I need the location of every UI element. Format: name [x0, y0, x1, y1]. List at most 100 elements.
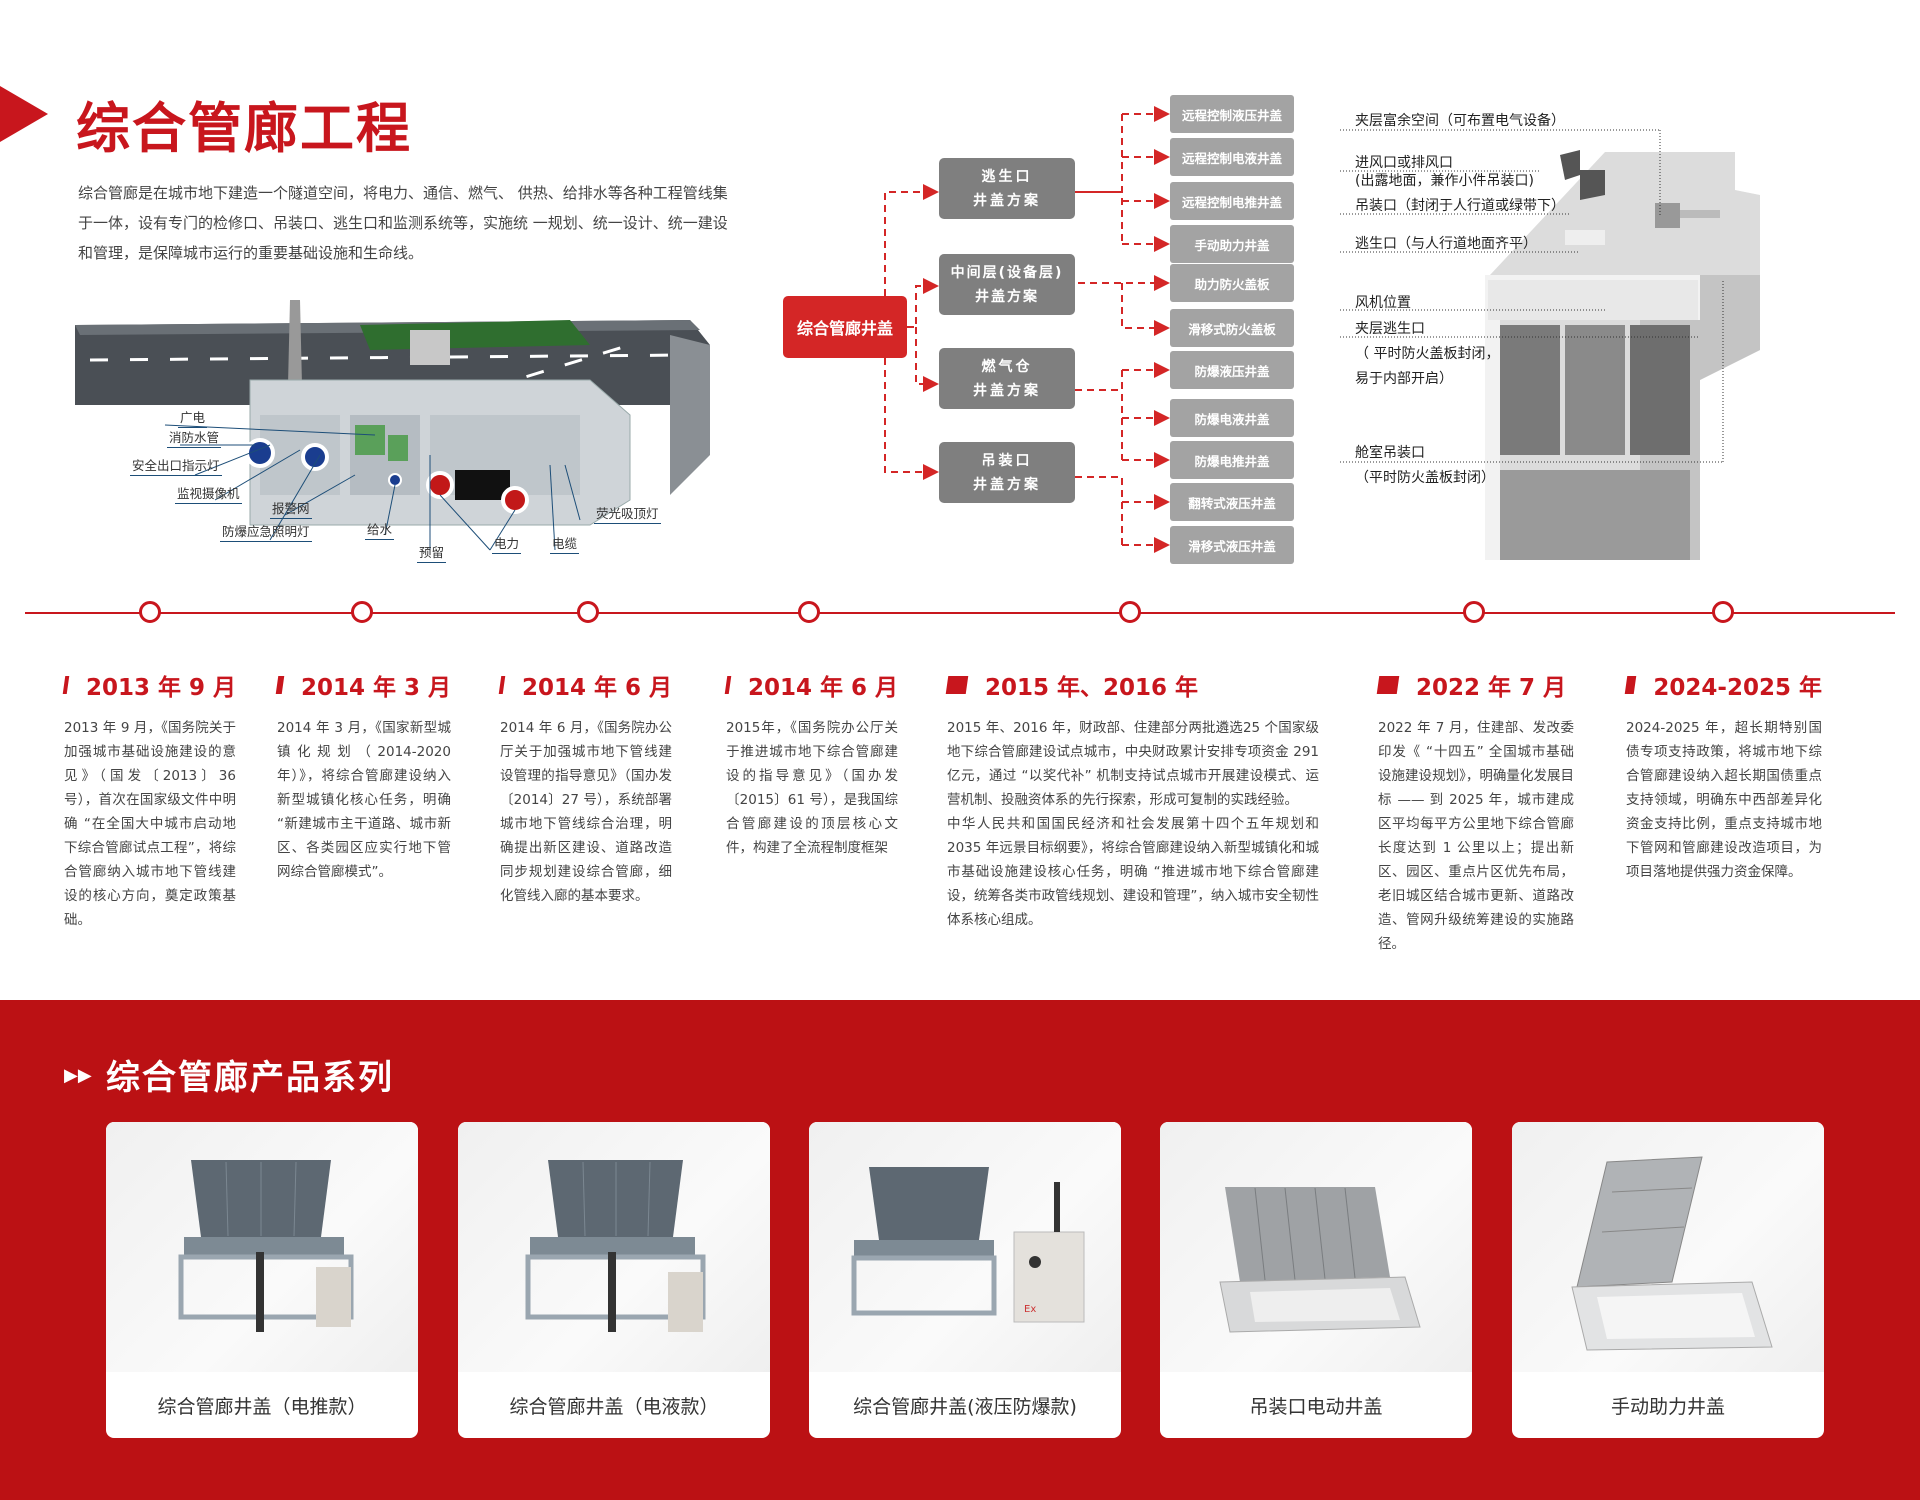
label-fire-water-pipe: 消防水管 [167, 427, 222, 448]
product-image [1160, 1122, 1472, 1372]
timeline-dot [351, 601, 373, 623]
product-section-title: 综合管廊产品系列 [106, 1058, 394, 1098]
structure-illustration [1340, 129, 1760, 560]
label-cabin-hoisting-port: 舱室吊装口 [1355, 445, 1425, 461]
flow-leaf: 防爆电液井盖 [1170, 399, 1294, 437]
product-image: Ex [809, 1122, 1121, 1372]
product-card[interactable]: 综合管廊井盖（电液款） [458, 1122, 770, 1438]
timeline-date: 2014 年 6 月 [747, 675, 898, 701]
product-card[interactable]: 手动助力井盖 [1512, 1122, 1824, 1438]
timeline-entry: 2022 年 7 月 2022 年 7 月，住建部、发改委印发《 “十四五” 全… [1376, 668, 1574, 956]
timeline-entry: 2015 年、2016 年 2015 年、2016 年，财政部、住建部分两批遴选… [945, 668, 1319, 932]
timeline-text: 中华人民共和国国民经济和社会发展第十四个五年规划和 2035 年远景目标纲要》，… [947, 816, 1319, 928]
flowchart-connectors [884, 106, 1170, 553]
flow-label: 井盖方案 [973, 476, 1041, 493]
timeline-date: 2024-2025 年 [1653, 675, 1822, 701]
bullet-icon [1376, 676, 1400, 694]
bullet-icon [498, 676, 506, 694]
label-ceiling-light: 荧光吸顶灯 [594, 503, 661, 524]
label-emergency-light: 防爆应急照明灯 [220, 521, 312, 542]
label-mezzanine-escape: 夹层逃生口 [1355, 321, 1425, 337]
flow-label: 井盖方案 [973, 382, 1041, 399]
flow-leaf: 远程控制电推井盖 [1170, 182, 1294, 220]
timeline-dot [577, 601, 599, 623]
timeline-entry: 2014 年 6 月 2014 年 6 月，《国务院办公厅关于加强城市地下管线建… [498, 668, 672, 908]
label-fan-position: 风机位置 [1355, 295, 1411, 311]
label-mezzanine-space: 夹层富余空间（可布置电气设备） [1355, 113, 1565, 129]
timeline-dot [139, 601, 161, 623]
flow-leaf: 远程控制液压井盖 [1170, 95, 1294, 133]
timeline-text: 2014 年 6 月，《国务院办公厅关于加强城市地下管线建设管理的指导意见》（国… [500, 720, 672, 904]
double-arrow-icon: ▶▶ [64, 1065, 92, 1086]
product-image [1512, 1122, 1824, 1372]
label-cabin-hoisting-note: （平时防火盖板封闭） [1355, 470, 1495, 486]
label-air-vent-note: (出露地面，兼作小件吊装口) [1355, 173, 1534, 189]
timeline-date: 2014 年 3 月 [300, 675, 451, 701]
bullet-icon [275, 676, 285, 694]
timeline-entry: 2013 年 9 月 2013 年 9 月，《国务院关于加强城市基础设施建设的意… [62, 668, 236, 932]
timeline-axis [25, 612, 1895, 614]
bullet-icon [62, 676, 70, 694]
flow-leaf: 防爆电推井盖 [1170, 441, 1294, 479]
product-name: 吊装口电动井盖 [1249, 1395, 1383, 1418]
label-reserved: 预留 [417, 542, 447, 563]
timeline-entry: 2014 年 6 月 2015年，《国务院办公厅关于推进城市地下综合管廊建设的指… [724, 668, 898, 860]
timeline-entry: 2014 年 3 月 2014 年 3 月，《国家新型城镇化规划（2014-20… [275, 668, 451, 884]
product-name: 综合管廊井盖（电推款） [157, 1395, 367, 1418]
timeline-date: 2013 年 9 月 [85, 675, 236, 701]
flow-leaf: 远程控制电液井盖 [1170, 138, 1294, 176]
bullet-icon [945, 676, 969, 694]
timeline-text: 2013 年 9 月，《国务院关于加强城市基础设施建设的意见》（国发〔2013〕… [64, 720, 236, 928]
flow-leaf: 助力防火盖板 [1170, 264, 1294, 302]
product-card[interactable]: Ex 综合管廊井盖(液压防爆款) [809, 1122, 1121, 1438]
timeline-text: 2014 年 3 月，《国家新型城镇化规划（2014-2020 年）》，将综合管… [277, 720, 451, 880]
timeline-entry: 2024-2025 年 2024-2025 年，超长期特别国债专项支持政策，将城… [1624, 668, 1822, 884]
label-escape-exit: 逃生口（与人行道地面齐平） [1355, 236, 1537, 252]
flow-label: 吊装口 [981, 452, 1033, 469]
flow-leaf: 手动助力井盖 [1170, 225, 1294, 263]
title-marker-icon [0, 86, 48, 142]
timeline-dot [798, 601, 820, 623]
product-name: 手动助力井盖 [1610, 1395, 1725, 1418]
label-hoisting-port: 吊装口（封闭于人行道或绿带下） [1355, 198, 1565, 214]
product-card[interactable]: 综合管廊井盖（电推款） [106, 1122, 418, 1438]
product-name: 综合管廊井盖(液压防爆款) [853, 1395, 1077, 1418]
flow-leaf: 滑移式液压井盖 [1170, 526, 1294, 564]
label-exit-sign: 安全出口指示灯 [130, 455, 222, 476]
label-mezzanine-escape-note2: 易于内部开启） [1355, 371, 1453, 387]
flow-leaf: 翻转式液压井盖 [1170, 483, 1294, 521]
flow-label: 井盖方案 [975, 288, 1039, 305]
label-cable: 电缆 [550, 533, 580, 554]
bullet-icon [724, 676, 732, 694]
label-air-vent: 进风口或排风口 [1355, 155, 1453, 171]
flow-leaf: 防爆液压井盖 [1170, 351, 1294, 389]
product-image [458, 1122, 770, 1372]
label-camera: 监视摄像机 [175, 483, 242, 504]
utility-tunnel-section-diagram: 广电 消防水管 安全出口指示灯 监视摄像机 报警网 防爆应急照明灯 给水 预留 … [70, 285, 720, 575]
label-mezzanine-escape-note1: （ 平时防火盖板封闭， [1355, 346, 1500, 362]
flow-label: 燃气仓 [981, 358, 1033, 375]
svg-text:Ex: Ex [1024, 1304, 1036, 1315]
tunnel-structure-diagram: 夹层富余空间（可布置电气设备） 进风口或排风口 (出露地面，兼作小件吊装口) 吊… [1340, 100, 1920, 560]
timeline-text: 2015年，《国务院办公厅关于推进城市地下综合管廊建设的指导意见》（国办发〔20… [726, 720, 898, 856]
timeline-dot [1712, 601, 1734, 623]
product-name: 综合管廊井盖（电液款） [509, 1395, 719, 1418]
product-image [106, 1122, 418, 1372]
flow-label: 逃生口 [981, 168, 1033, 185]
intro-text: 综合管廊是在城市地下建造一个隧道空间，将电力、通信、燃气、 供热、给排水等各种工… [78, 184, 728, 262]
label-broadcast: 广电 [178, 407, 208, 428]
flow-label: 井盖方案 [973, 192, 1041, 209]
timeline-date: 2014 年 6 月 [521, 675, 672, 701]
page-title: 综合管廊工程 [76, 97, 412, 160]
timeline-text: 2024-2025 年，超长期特别国债专项支持政策，将城市地下综合管廊建设纳入超… [1626, 720, 1822, 880]
flow-label: 中间层(设备层) [950, 264, 1064, 281]
flow-escape-exit-plan: 逃生口井盖方案 [939, 158, 1075, 219]
timeline-date: 2022 年 7 月 [1416, 675, 1567, 701]
bullet-icon [1624, 676, 1637, 694]
timeline-date: 2015 年、2016 年 [985, 675, 1199, 701]
flow-root-manhole-cover: 综合管廊井盖 [783, 296, 907, 358]
flow-gas-chamber-plan: 燃气仓井盖方案 [939, 348, 1075, 409]
label-alarm-net: 报警网 [270, 498, 312, 519]
product-card[interactable]: 吊装口电动井盖 [1160, 1122, 1472, 1438]
flow-equipment-layer-plan: 中间层(设备层) 井盖方案 [939, 254, 1075, 315]
